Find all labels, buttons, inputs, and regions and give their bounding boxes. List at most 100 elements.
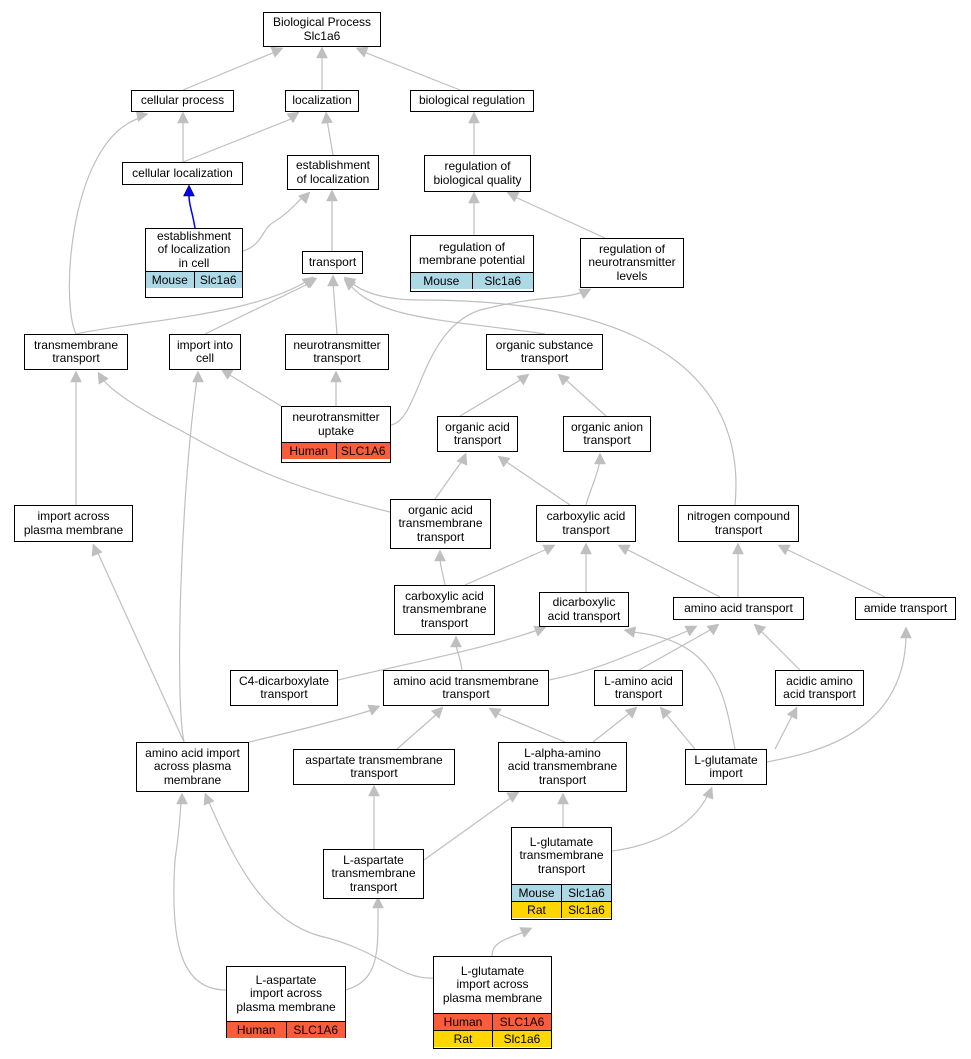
edge-line: [785, 548, 886, 598]
edge-arrowhead: [286, 111, 300, 124]
node-localization[interactable]: localization: [285, 90, 359, 112]
node-label: amino acid transmembrane transport: [393, 673, 539, 701]
node-label: L-aspartate import across plasma membran…: [236, 972, 336, 1014]
node-c4-dicarboxylate-transport[interactable]: C4-dicarboxylate transport: [230, 670, 338, 706]
species-row-human: Human SLC1A6: [434, 1013, 551, 1030]
species-name: Mouse: [423, 274, 460, 288]
node-regulation-of-neurotransmitter-levels[interactable]: regulation of neurotransmitter levels: [580, 238, 684, 288]
node-label: organic acid transmembrane transport: [398, 502, 483, 544]
node-transport[interactable]: transport: [302, 251, 363, 274]
node-import-across-plasma-membrane[interactable]: import across plasma membrane: [14, 505, 133, 542]
node-neurotransmitter-transport[interactable]: neurotransmitter transport: [285, 334, 389, 370]
edge-arrowhead: [270, 46, 284, 58]
node-label: import across plasma membrane: [23, 509, 124, 537]
node-organic-substance-transport[interactable]: organic substance transport: [486, 334, 603, 370]
node-carboxylic-acid-transmembrane-transport[interactable]: carboxylic acid transmembrane transport: [394, 585, 495, 635]
edge-arrowhead: [91, 543, 103, 557]
edge-arrowhead: [659, 706, 672, 720]
edge-line: [592, 711, 632, 743]
node-l-aspartate-import-across-plasma-membrane[interactable]: L-aspartate import across plasma membran…: [226, 966, 346, 1038]
edge-line: [96, 550, 185, 743]
node-cellular-process[interactable]: cellular process: [131, 90, 234, 112]
gene-symbol: SLC1A6: [492, 1014, 551, 1030]
node-label: L-glutamate transmembrane transport: [519, 834, 604, 876]
edge-line: [332, 282, 338, 335]
node-label: import into cell: [176, 337, 234, 365]
node-regulation-of-biological-quality[interactable]: regulation of biological quality: [424, 155, 531, 192]
node-biological-regulation[interactable]: biological regulation: [410, 90, 534, 112]
edge-line: [638, 628, 713, 671]
node-label: biological regulation: [418, 93, 526, 108]
edge-line: [390, 291, 584, 426]
node-label: transmembrane transport: [33, 337, 119, 365]
node-organic-acid-transmembrane-transport[interactable]: organic acid transmembrane transport: [390, 499, 491, 549]
node-label: dicarboxylic acid transport: [547, 595, 621, 623]
node-aspartate-transmembrane-transport[interactable]: aspartate transmembrane transport: [293, 749, 455, 785]
node-cellular-localization[interactable]: cellular localization: [122, 162, 243, 185]
edge-line: [179, 378, 198, 743]
node-amide-transport[interactable]: amide transport: [855, 597, 956, 620]
node-biological-process[interactable]: Biological Process Slc1a6: [263, 12, 381, 47]
node-amino-acid-transmembrane-transport[interactable]: amino acid transmembrane transport: [383, 670, 549, 706]
node-organic-acid-transport[interactable]: organic acid transport: [437, 416, 518, 452]
node-nitrogen-compound-transport[interactable]: nitrogen compound transport: [678, 505, 799, 542]
node-l-alpha-amino-acid-transmembrane-transport[interactable]: L-alpha-amino acid transmembrane transpo…: [498, 742, 627, 792]
edge-line: [611, 794, 709, 852]
node-l-aspartate-transmembrane-transport[interactable]: L-aspartate transmembrane transport: [323, 849, 424, 899]
edge-line: [434, 460, 463, 500]
edge-line: [227, 373, 282, 407]
edge-line: [188, 195, 196, 229]
edge-line: [207, 799, 434, 979]
node-label: amide transport: [863, 600, 948, 615]
species-name: Human: [236, 1023, 276, 1037]
node-amino-acid-transport[interactable]: amino acid transport: [673, 597, 804, 620]
node-dicarboxylic-acid-transport[interactable]: dicarboxylic acid transport: [539, 592, 629, 627]
node-establishment-of-localization[interactable]: establishment of localization: [287, 155, 379, 190]
edge-line: [455, 643, 463, 671]
node-amino-acid-import-across-plasma-membrane[interactable]: amino acid import across plasma membrane: [136, 742, 249, 792]
node-l-glutamate-transmembrane-transport[interactable]: L-glutamate transmembrane transport Mous…: [511, 827, 612, 920]
edge-arrowhead: [70, 370, 82, 383]
node-l-amino-acid-transport[interactable]: L-amino acid transport: [594, 670, 683, 706]
edge-line: [631, 631, 736, 750]
node-acidic-amino-acid-transport[interactable]: acidic amino acid transport: [775, 670, 864, 706]
node-establishment-of-localization-in-cell[interactable]: establishment of localization in cell Mo…: [145, 228, 243, 298]
node-l-glutamate-import[interactable]: L-glutamate import: [685, 749, 767, 785]
node-label: cellular localization: [132, 165, 233, 180]
edge-arrowhead: [488, 707, 502, 719]
edge-line: [514, 196, 606, 239]
node-organic-anion-transport[interactable]: organic anion transport: [563, 416, 651, 452]
edge-line: [423, 796, 513, 861]
edge-arrowhead: [367, 704, 381, 716]
edge-arrowhead: [183, 184, 195, 197]
gene-symbol: Slc1a6: [561, 902, 611, 918]
node-import-into-cell[interactable]: import into cell: [169, 334, 241, 370]
edge-line: [464, 548, 548, 586]
node-l-glutamate-import-across-plasma-membrane[interactable]: L-glutamate import across plasma membran…: [433, 956, 552, 1049]
node-label: neurotransmitter transport: [293, 337, 381, 365]
node-label: L-alpha-amino acid transmembrane transpo…: [507, 745, 618, 787]
node-label: regulation of neurotransmitter levels: [588, 241, 676, 283]
edge-line: [396, 712, 439, 750]
node-transmembrane-transport[interactable]: transmembrane transport: [24, 334, 128, 370]
edge-arrowhead: [372, 896, 384, 909]
node-carboxylic-acid-transport[interactable]: carboxylic acid transport: [536, 505, 636, 542]
node-label: carboxylic acid transport: [546, 509, 626, 537]
edge-arrowhead: [533, 625, 547, 637]
species-name: Human: [443, 1015, 483, 1029]
node-label: L-amino acid transport: [604, 673, 673, 701]
edge-arrowhead: [368, 784, 380, 797]
edge-arrowhead: [506, 191, 520, 203]
edge-arrowhead: [684, 625, 698, 637]
edge-arrowhead: [316, 46, 328, 59]
edge-arrowhead: [497, 455, 511, 468]
node-label: L-glutamate import across plasma membran…: [442, 963, 543, 1005]
node-label: Biological Process Slc1a6: [272, 15, 372, 43]
